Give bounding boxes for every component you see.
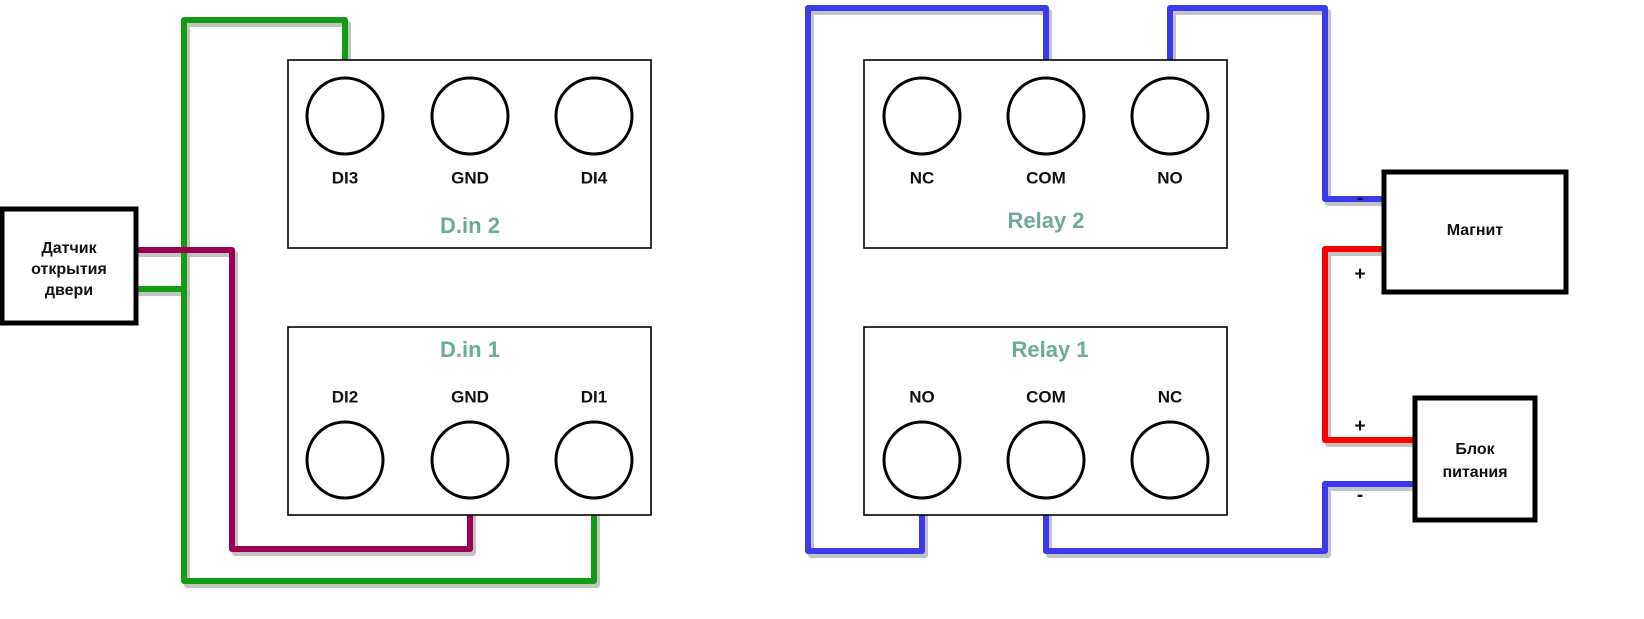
- module-title-din1: D.in 1: [440, 337, 500, 362]
- terminal-din1-gnd[interactable]: [430, 420, 510, 500]
- device-magnet-label: Магнит: [1447, 222, 1504, 239]
- terminal-label-din2-di4: DI4: [581, 168, 608, 187]
- terminal-label-din1-di2: DI2: [332, 387, 358, 406]
- terminal-label-din1-di1: DI1: [581, 387, 607, 406]
- wire-relay1com-to-psu-minus: [1043, 481, 1418, 554]
- device-magnet[interactable]: Магнит: [1381, 169, 1569, 295]
- module-title-relay1: Relay 1: [1011, 337, 1088, 362]
- device-power-supply-outline: [1412, 395, 1538, 523]
- device-magnet-outline: [1381, 169, 1569, 295]
- module-din2[interactable]: DI3 GND DI4 D.in 2: [287, 59, 652, 249]
- wire-di1-loop: [181, 286, 597, 584]
- polarity-psu-plus: +: [1354, 416, 1365, 437]
- wire-sensor-to-di3: [133, 17, 348, 292]
- polarity-layer: - + + -: [1354, 188, 1365, 506]
- wire-sensor-to-di1: [133, 247, 473, 552]
- terminal-label-din1-gnd: GND: [451, 387, 489, 406]
- device-power-supply-label-line1: Блок: [1455, 441, 1495, 458]
- terminal-din2-di4[interactable]: [554, 76, 634, 156]
- terminal-din1-di2[interactable]: [305, 420, 385, 500]
- polarity-psu-minus: -: [1357, 485, 1363, 506]
- module-din1[interactable]: D.in 1 DI2 GND DI1: [287, 326, 652, 516]
- wire-relay2com-to-relay1no: [805, 5, 1049, 554]
- terminal-label-relay2-no: NO: [1157, 168, 1183, 187]
- terminal-relay2-no[interactable]: [1130, 76, 1210, 156]
- module-relay1[interactable]: Relay 1 NO COM NC: [863, 326, 1228, 516]
- device-door-sensor[interactable]: Датчик открытия двери: [0, 206, 139, 326]
- terminal-label-din2-di3: DI3: [332, 168, 358, 187]
- terminal-relay1-com[interactable]: [1006, 420, 1086, 500]
- terminal-label-din2-gnd: GND: [451, 168, 489, 187]
- terminal-relay1-no[interactable]: [882, 420, 962, 500]
- device-power-supply[interactable]: Блок питания: [1412, 395, 1538, 523]
- terminal-label-relay1-com: COM: [1026, 387, 1066, 406]
- terminal-relay1-nc[interactable]: [1130, 420, 1210, 500]
- device-door-sensor-label-line2: открытия: [31, 261, 107, 278]
- device-power-supply-label-line2: питания: [1442, 464, 1507, 481]
- module-relay2[interactable]: NC COM NO Relay 2: [863, 59, 1228, 249]
- terminal-label-relay1-nc: NC: [1158, 387, 1183, 406]
- terminal-label-relay2-nc: NC: [910, 168, 935, 187]
- terminal-relay2-com[interactable]: [1006, 76, 1086, 156]
- module-title-relay2: Relay 2: [1007, 208, 1084, 233]
- wire-layer: [133, 5, 1418, 584]
- terminal-label-relay1-no: NO: [909, 387, 935, 406]
- wire-relay2no-to-magnet-minus: [1167, 5, 1387, 202]
- terminal-label-relay2-com: COM: [1026, 168, 1066, 187]
- polarity-magnet-minus: -: [1357, 188, 1363, 209]
- device-door-sensor-label-line1: Датчик: [41, 240, 97, 257]
- module-title-din2: D.in 2: [440, 213, 500, 238]
- device-door-sensor-outline: [0, 206, 139, 326]
- device-door-sensor-label-line3: двери: [45, 282, 93, 299]
- terminal-relay2-nc[interactable]: [882, 76, 962, 156]
- terminal-din2-di3[interactable]: [305, 76, 385, 156]
- terminal-din1-di1[interactable]: [554, 420, 634, 500]
- wire-magnet-plus-to-psu-plus: [1322, 246, 1418, 443]
- polarity-magnet-plus: +: [1354, 264, 1365, 285]
- terminal-din2-gnd[interactable]: [430, 76, 510, 156]
